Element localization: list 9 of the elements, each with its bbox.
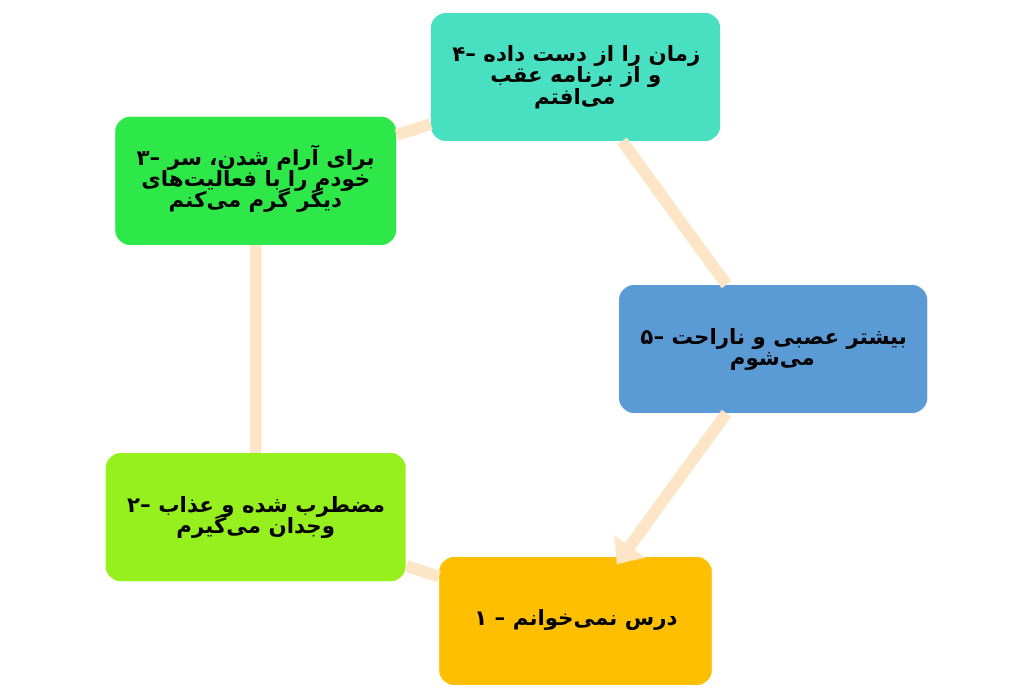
node-box: ۳– برای آرام شدن، سر خودم را با فعالیت‌های دیگر گرم می‌کنم — [114, 116, 396, 245]
connector — [616, 137, 731, 289]
connector — [403, 560, 441, 583]
arrow — [613, 409, 731, 565]
node-box: ۴– زمان را از دست داده و از برنامه عقب می‌افتم — [430, 12, 720, 141]
node-box: ۱ – درس نمی‌خوانم — [438, 557, 712, 686]
node-box: ۵– بیشتر عصبی و ناراحت می‌شوم — [618, 285, 927, 413]
connector — [394, 118, 433, 141]
connector — [249, 245, 262, 454]
